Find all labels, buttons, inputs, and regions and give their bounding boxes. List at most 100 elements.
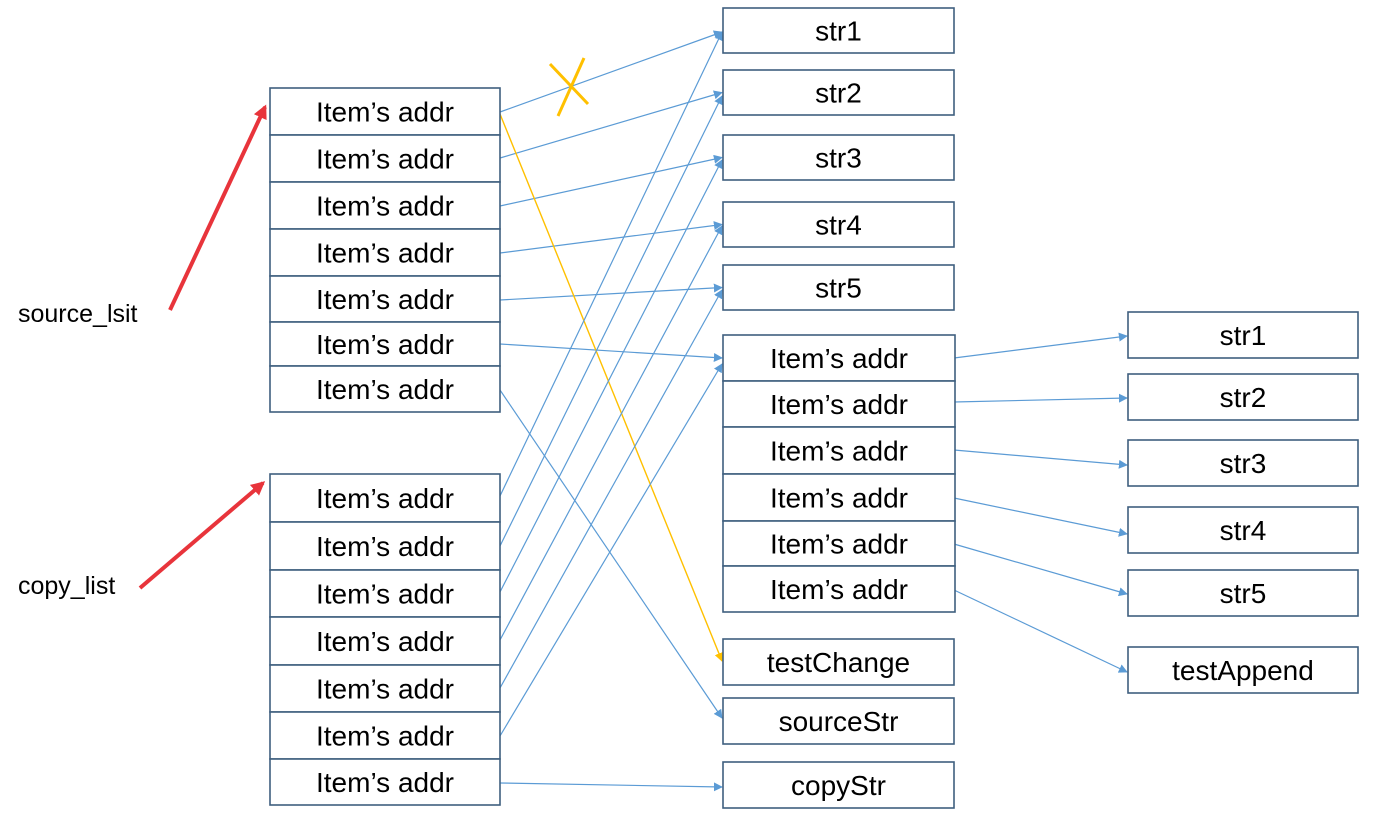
inner-target-box-1: str1 xyxy=(1127,311,1359,359)
source-list-item-7-text: Item’s addr xyxy=(316,374,454,405)
inner-target-box-5: str5 xyxy=(1127,569,1359,617)
copystr-box-frame xyxy=(722,761,955,809)
source-list-item-2: Item’s addr xyxy=(269,134,501,183)
inner-list-item-6: Item’s addr xyxy=(722,565,956,613)
copy-list-item-3-text: Item’s addr xyxy=(316,579,454,610)
source-list-item-5: Item’s addr xyxy=(269,275,501,323)
middle-string-box-1-frame xyxy=(722,7,955,54)
middle-string-box-5-frame xyxy=(722,264,955,311)
middle-string-box-4-frame xyxy=(722,201,955,248)
copy-list-item-7: Item’s addr xyxy=(269,758,501,806)
sourcestr-box-frame xyxy=(722,697,955,745)
inner-target-box-4: str4 xyxy=(1127,506,1359,554)
inner-list-item-2: Item’s addr xyxy=(722,380,956,428)
middle-string-box-4-text: str4 xyxy=(815,210,862,241)
source-list-item-3-frame xyxy=(269,181,501,230)
copy-list-item-5: Item’s addr xyxy=(269,664,501,713)
source-list-item-4-frame xyxy=(269,228,501,277)
copy-list-item-7-frame xyxy=(269,758,501,806)
copy-list-item-1: Item’s addr xyxy=(269,473,501,523)
source-list-item-1-text: Item’s addr xyxy=(316,97,454,128)
source-item-7-to-sourcestr-arrow xyxy=(499,389,723,719)
source-list-item-2-text: Item’s addr xyxy=(316,144,454,175)
inner-target-box-1-text: str1 xyxy=(1220,320,1267,351)
copy-list-item-1-text: Item’s addr xyxy=(316,483,454,514)
source-list-item-3: Item’s addr xyxy=(269,181,501,230)
copy-list-item-6: Item’s addr xyxy=(269,711,501,760)
middle-string-box-2-frame xyxy=(722,69,955,116)
copy-list-label: copy_list xyxy=(18,572,115,600)
source-list-item-4: Item’s addr xyxy=(269,228,501,277)
copy-list-item-5-text: Item’s addr xyxy=(316,674,454,705)
inner-target-box-2-text: str2 xyxy=(1220,382,1267,413)
copy-list-item-2-text: Item’s addr xyxy=(316,531,454,562)
copy-item-3-arrow xyxy=(499,159,723,593)
copy-list-item-3: Item’s addr xyxy=(269,569,501,618)
inner-list-item-4: Item’s addr xyxy=(722,473,956,522)
inner-target-box-6: testAppend xyxy=(1127,646,1359,694)
source-list-item-1: Item’s addr xyxy=(269,87,501,136)
inner-target-box-6-text: testAppend xyxy=(1172,655,1314,686)
inner-list-item-3-frame xyxy=(722,426,956,475)
inner-list-item-3: Item’s addr xyxy=(722,426,956,475)
source-list-item-4-text: Item’s addr xyxy=(316,238,454,269)
source-item-5-arrow xyxy=(499,283,723,301)
source-item-6-arrow xyxy=(499,343,723,362)
inner-list-item-6-frame xyxy=(722,565,956,613)
inner-target-box-3-text: str3 xyxy=(1220,448,1267,479)
testchange-box-text: testChange xyxy=(767,647,910,678)
middle-string-box-4: str4 xyxy=(722,201,955,248)
source-list-item-7: Item’s addr xyxy=(269,365,501,413)
middle-string-box-5: str5 xyxy=(722,264,955,311)
source-list-item-6-text: Item’s addr xyxy=(316,329,454,360)
copystr-box-text: copyStr xyxy=(791,770,886,801)
copy-item-5-arrow xyxy=(499,289,723,689)
source-list-item-6: Item’s addr xyxy=(269,321,501,367)
source-list-item-2-frame xyxy=(269,134,501,183)
copy-list-item-6-frame xyxy=(269,711,501,760)
source-list-item-3-text: Item’s addr xyxy=(316,191,454,222)
inner-list-item-1-frame xyxy=(722,334,956,382)
inner-list-item-4-frame xyxy=(722,473,956,522)
middle-string-box-1: str1 xyxy=(722,7,955,54)
source-list-pointer-arrow xyxy=(168,104,267,311)
source-list-item-5-text: Item’s addr xyxy=(316,284,454,315)
copy-list-item-6-text: Item’s addr xyxy=(316,721,454,752)
inner-target-box-4-frame xyxy=(1127,506,1359,554)
inner-item-4-arrow xyxy=(953,497,1128,537)
inner-item-6-arrow xyxy=(953,589,1128,673)
copy-list-item-5-frame xyxy=(269,664,501,713)
copy-item-1-arrow xyxy=(499,31,723,497)
inner-list-item-4-text: Item’s addr xyxy=(770,483,908,514)
copy-list-item-4-frame xyxy=(269,616,501,666)
inner-item-5-arrow xyxy=(953,543,1128,597)
middle-string-box-1-text: str1 xyxy=(815,16,862,47)
broken-link-cross-icon xyxy=(548,57,590,117)
source-item-2-arrow xyxy=(499,90,723,159)
inner-list-item-2-text: Item’s addr xyxy=(770,389,908,420)
copy-list-pointer-arrow xyxy=(138,481,266,590)
inner-list-item-6-text: Item’s addr xyxy=(770,574,908,605)
inner-target-box-4-text: str4 xyxy=(1220,515,1267,546)
inner-target-box-1-frame xyxy=(1127,311,1359,359)
reference-arrows xyxy=(499,30,1128,792)
inner-list-item-1: Item’s addr xyxy=(722,334,956,382)
sourcestr-box-text: sourceStr xyxy=(779,706,899,737)
source-item-1-to-testchange-arrow xyxy=(499,113,724,662)
inner-list-item-5-text: Item’s addr xyxy=(770,529,908,560)
source-list-item-7-frame xyxy=(269,365,501,413)
middle-string-box-2: str2 xyxy=(722,69,955,116)
inner-item-3-arrow xyxy=(953,449,1128,469)
copy-list-item-7-text: Item’s addr xyxy=(316,767,454,798)
copy-item-7-to-copystr-arrow xyxy=(499,782,723,792)
copy-item-4-arrow xyxy=(499,225,723,641)
source-list-item-1-frame xyxy=(269,87,501,136)
copy-list-item-4-text: Item’s addr xyxy=(316,626,454,657)
inner-list-item-5-frame xyxy=(722,520,956,567)
testchange-box: testChange xyxy=(722,638,955,686)
inner-target-box-5-frame xyxy=(1127,569,1359,617)
inner-list-item-3-text: Item’s addr xyxy=(770,436,908,467)
inner-target-box-2: str2 xyxy=(1127,373,1359,421)
